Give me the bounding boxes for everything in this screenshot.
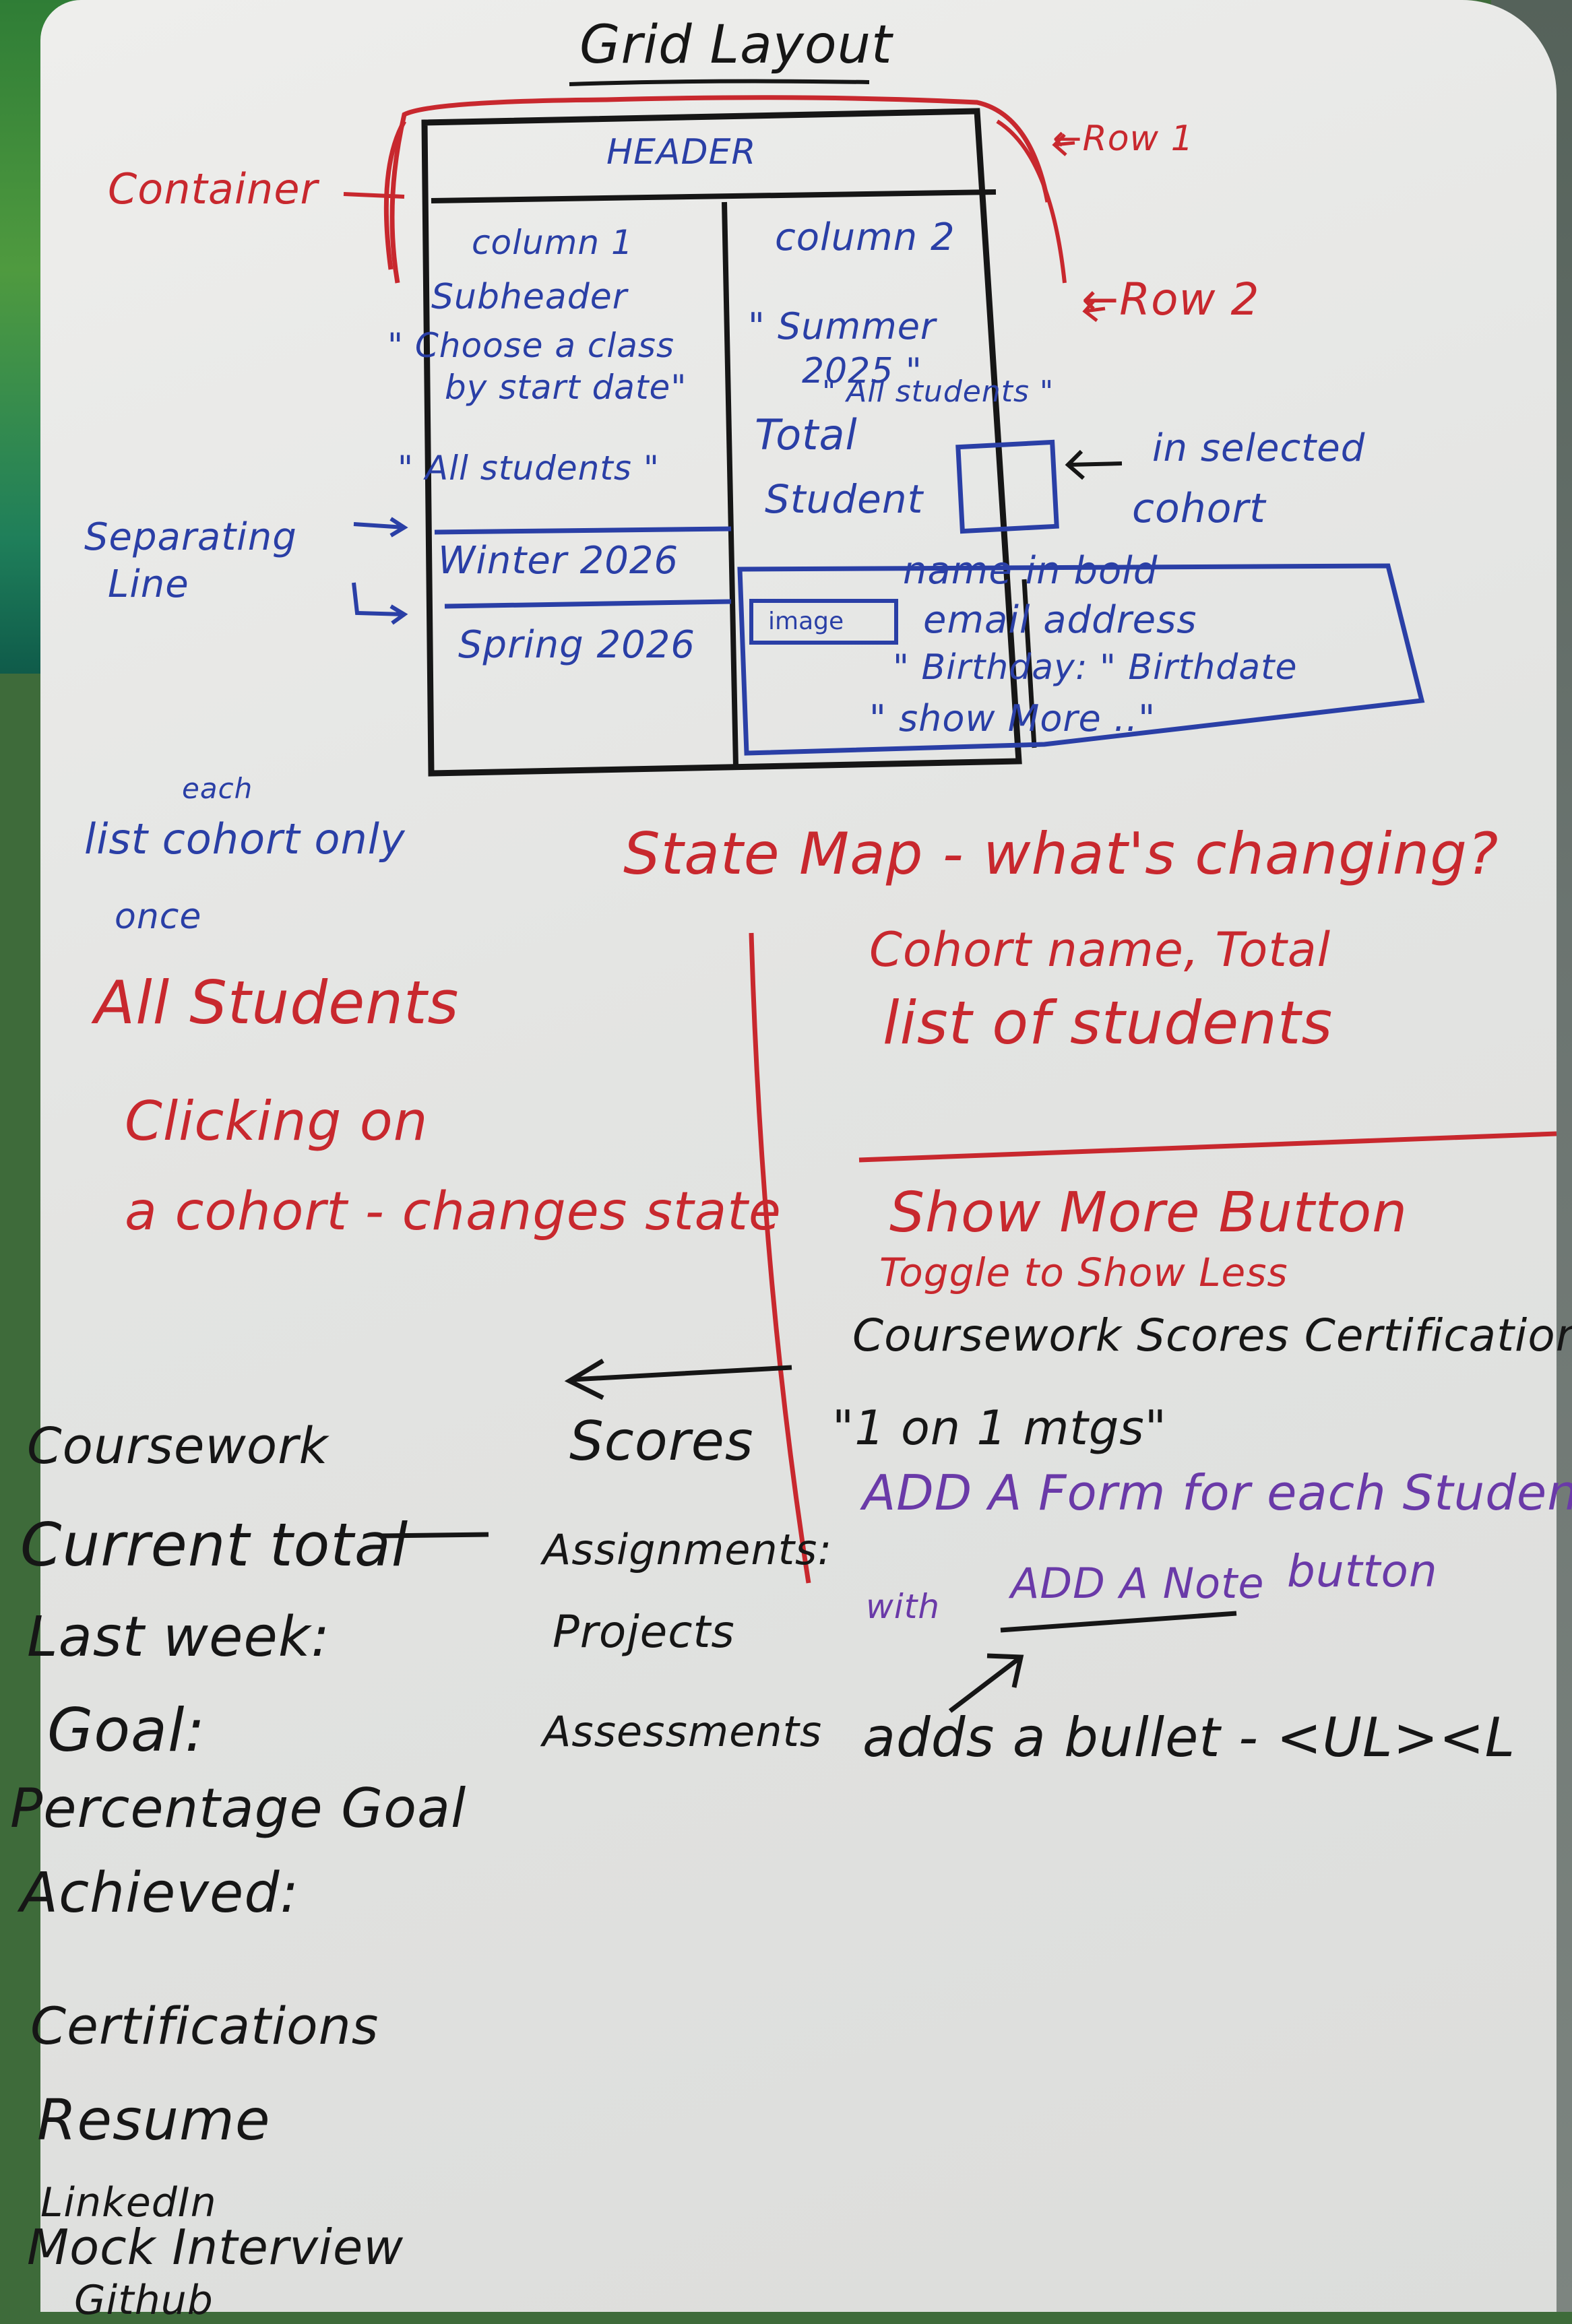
coursework-item-certifications: Certifications xyxy=(30,1996,379,2056)
button-label: button xyxy=(1287,1545,1438,1597)
total-students-box xyxy=(955,439,1059,534)
summer-year-label: 2025 " xyxy=(802,351,922,391)
column2-label: column 2 xyxy=(775,216,955,259)
container-annotation: Container xyxy=(108,164,318,214)
coursework-item-percentage-goal: Percentage Goal xyxy=(10,1777,467,1840)
winter-cohort: Winter 2026 xyxy=(438,539,679,583)
by-start-date-label: by start date" xyxy=(445,368,687,407)
diagram-title: Grid Layout xyxy=(579,15,893,75)
title-underline xyxy=(569,79,870,86)
grid-header-label: HEADER xyxy=(606,132,757,172)
separating-line-annotation-1: Separating xyxy=(84,515,297,559)
image-box xyxy=(749,599,898,645)
adds-bullet-line: adds a bullet - <UL><L xyxy=(862,1706,1516,1769)
scores-item-assignments: Assignments: xyxy=(542,1525,833,1574)
separating-line-1 xyxy=(434,526,732,535)
coursework-item-linkedin: LinkedIn xyxy=(40,2179,217,2226)
coursework-item-mock-interview: Mock Interview xyxy=(27,2219,404,2275)
state-map-separator xyxy=(858,1131,1557,1163)
all-students-cohort: " All students " xyxy=(398,449,660,488)
container-outline xyxy=(389,95,1050,284)
cohort-name-total: Cohort name, Total xyxy=(869,922,1331,977)
birthday-label: " Birthday: " Birthdate xyxy=(893,647,1298,688)
add-note-underline xyxy=(1000,1611,1237,1633)
once-note: once xyxy=(115,897,202,937)
subheader-label: Subheader xyxy=(431,277,628,317)
state-map-divider xyxy=(749,932,811,1584)
scores-heading: Scores xyxy=(569,1410,754,1473)
row2-annotation: ←Row 2 xyxy=(1081,273,1260,325)
scores-item-projects: Projects xyxy=(553,1606,735,1658)
coursework-item-goal: Goal: xyxy=(47,1696,206,1765)
each-note: each xyxy=(182,772,253,805)
image-placeholder-label: image xyxy=(768,608,844,635)
list-of-students: list of students xyxy=(883,988,1333,1058)
separating-line-annotation-2: Line xyxy=(108,562,189,606)
in-selected-annotation: in selected xyxy=(1152,426,1366,470)
all-students-label: " All students " xyxy=(822,375,1055,409)
cohort-annotation: cohort xyxy=(1132,485,1266,532)
topics-line: Coursework Scores Certifications xyxy=(852,1310,1572,1361)
one-on-one-line: "1 on 1 mtgs" xyxy=(832,1400,1167,1456)
student-card-outline xyxy=(737,563,1425,756)
column1-label: column 1 xyxy=(472,223,633,262)
list-each-cohort-note: list cohort only xyxy=(84,814,406,864)
add-note-label: ADD A Note xyxy=(1011,1559,1265,1608)
summer-label: " Summer xyxy=(748,305,937,348)
separating-line-2 xyxy=(444,599,732,609)
choose-a-class-label: " Choose a class xyxy=(387,326,675,365)
column-divider xyxy=(722,201,738,767)
coursework-item-last-week: Last week: xyxy=(27,1605,330,1669)
name-in-bold-label: name in bold xyxy=(903,549,1158,593)
coursework-heading: Coursework xyxy=(27,1417,329,1475)
student-label: Student xyxy=(765,476,924,522)
state-map-title: State Map - what's changing? xyxy=(623,820,1499,888)
grid-outline xyxy=(421,108,1022,777)
cohort-changes-state-note: a cohort - changes state xyxy=(125,1182,782,1242)
with-label: with xyxy=(866,1587,941,1626)
coursework-item-current-total: Current total xyxy=(20,1510,409,1580)
scores-item-assessments: Assessments xyxy=(542,1707,823,1756)
toggle-show-less: Toggle to Show Less xyxy=(879,1250,1288,1295)
add-form-line: ADD A Form for each Student xyxy=(862,1464,1572,1521)
all-students-note: All Students xyxy=(94,968,460,1037)
coursework-item-github: Github xyxy=(74,2277,214,2324)
clicking-on-note: Clicking on xyxy=(125,1090,429,1153)
header-divider xyxy=(431,189,997,203)
row1-annotation: ←Row 1 xyxy=(1052,119,1194,159)
show-more-button-title: Show More Button xyxy=(889,1181,1408,1245)
coursework-item-achieved: Achieved: xyxy=(20,1861,300,1925)
email-label: email address xyxy=(923,598,1197,642)
total-label: Total xyxy=(755,410,858,459)
spring-cohort: Spring 2026 xyxy=(458,623,696,667)
show-more-label: " show More .." xyxy=(869,697,1156,740)
coursework-item-resume: Resume xyxy=(37,2087,271,2153)
whiteboard xyxy=(40,0,1557,2312)
